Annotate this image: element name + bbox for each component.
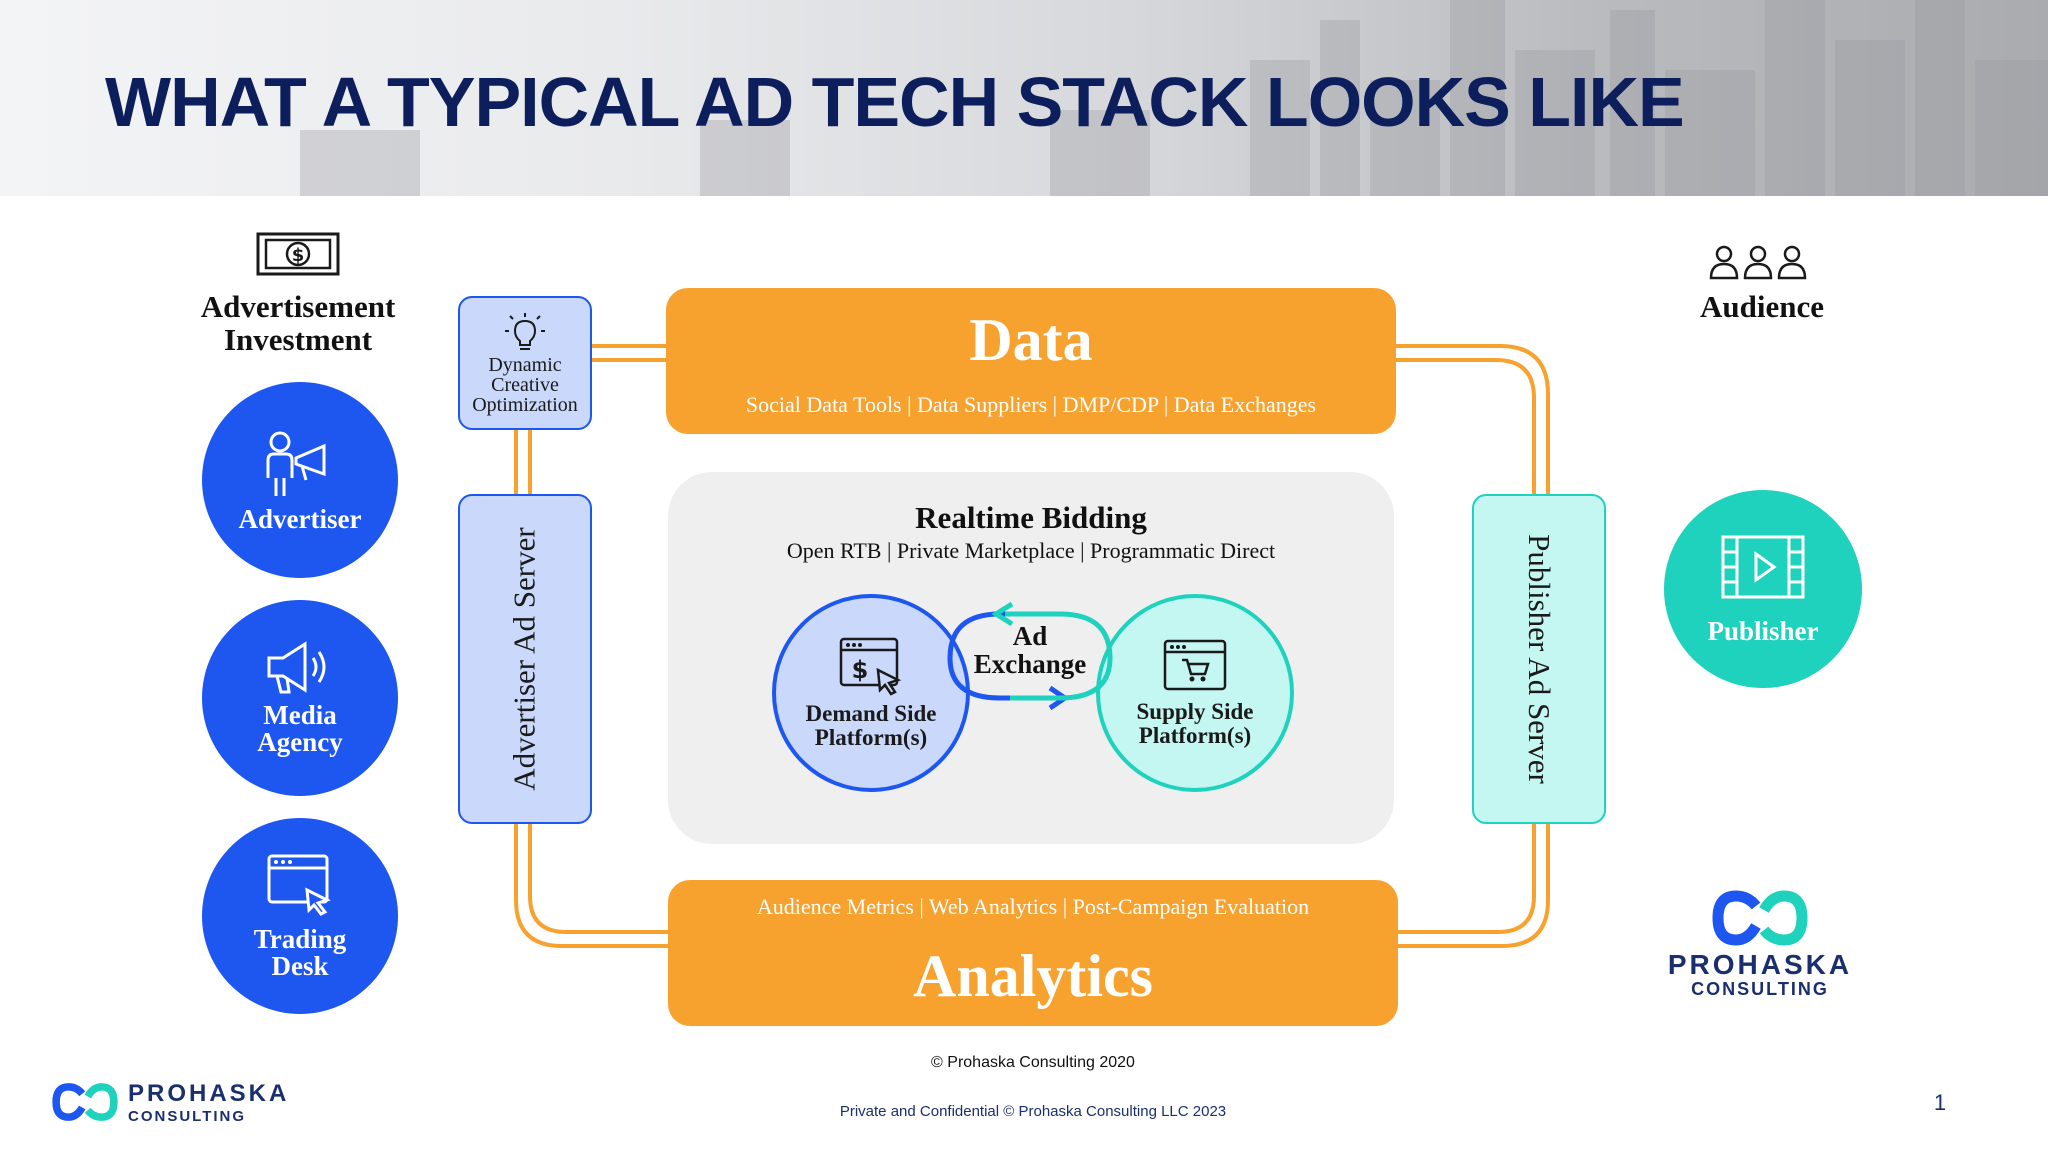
logo-name: PROHASKA bbox=[128, 1080, 290, 1107]
arrow-left-icon bbox=[991, 601, 1014, 627]
media-agency-circle: Media Agency bbox=[202, 600, 398, 796]
analytics-title: Analytics bbox=[913, 943, 1153, 1009]
publisher-ad-server-label: Publisher Ad Server bbox=[1522, 534, 1558, 784]
rtb-title: Realtime Bidding bbox=[915, 500, 1147, 535]
prohaska-logo-mark-icon bbox=[1712, 890, 1808, 946]
prohaska-logo-large: PROHASKA CONSULTING bbox=[1660, 890, 1860, 1000]
page-number: 1 bbox=[1933, 1090, 1947, 1115]
money-icon: $ bbox=[256, 232, 340, 276]
data-subtitle: Social Data Tools | Data Suppliers | DMP… bbox=[745, 392, 1317, 417]
logo-sub: CONSULTING bbox=[1691, 979, 1829, 999]
circle-label: Desk bbox=[271, 951, 329, 981]
ad-exchange-label-line: Exchange bbox=[973, 649, 1087, 679]
dsp-label: Platform(s) bbox=[814, 725, 928, 750]
data-bar: Data Social Data Tools | Data Suppliers … bbox=[666, 288, 1396, 434]
publisher-circle: Publisher bbox=[1664, 490, 1862, 688]
trading-desk-circle: Trading Desk bbox=[202, 818, 398, 1014]
dsp-label: Demand Side bbox=[805, 701, 937, 726]
browser-cursor-icon bbox=[267, 854, 331, 916]
advertiser-megaphone-person-icon bbox=[266, 431, 326, 496]
supply-side-platform-circle: Supply Side Platform(s) bbox=[1096, 594, 1294, 792]
heading-line: Investment bbox=[223, 322, 373, 357]
circle-label: Advertiser bbox=[238, 503, 362, 534]
prohaska-logo-mark-icon bbox=[52, 1083, 118, 1121]
publisher-label: Publisher bbox=[1707, 615, 1819, 646]
megaphone-icon bbox=[267, 641, 326, 694]
audience-heading: Audience bbox=[1700, 289, 1824, 324]
circle-label: Agency bbox=[257, 727, 343, 757]
analytics-subtitle: Audience Metrics | Web Analytics | Post-… bbox=[756, 894, 1310, 919]
ad-exchange-label: Ad Exchange bbox=[930, 622, 1130, 678]
dco-label-line: Dynamic bbox=[488, 354, 562, 376]
publisher-ad-server-box: Publisher Ad Server bbox=[1472, 494, 1606, 824]
advertisement-investment-heading: Advertisement Investment bbox=[170, 290, 426, 356]
video-film-icon bbox=[1721, 535, 1805, 598]
heading-line: Advertisement bbox=[200, 289, 396, 324]
data-title: Data bbox=[969, 307, 1093, 373]
dco-label: Dynamic Creative Optimization bbox=[472, 355, 578, 415]
confidential-notice: Private and Confidential © Prohaska Cons… bbox=[839, 1103, 1227, 1120]
cart-browser-icon bbox=[1163, 639, 1227, 691]
circle-label: Trading bbox=[253, 924, 347, 954]
city-skyline-graphic bbox=[300, 0, 2048, 196]
svg-text:$: $ bbox=[852, 656, 869, 684]
page-title: WHAT A TYPICAL AD TECH STACK LOOKS LIKE bbox=[105, 63, 1685, 141]
analytics-bar: Audience Metrics | Web Analytics | Post-… bbox=[668, 880, 1398, 1026]
header-banner bbox=[0, 0, 2048, 196]
circle-label: Media bbox=[263, 700, 337, 730]
logo-name: PROHASKA bbox=[1667, 949, 1853, 980]
advertiser-ad-server-box: Advertiser Ad Server bbox=[458, 494, 592, 824]
ssp-label: Platform(s) bbox=[1138, 723, 1252, 748]
ssp-label: Supply Side bbox=[1136, 699, 1254, 724]
ad-exchange-label-line: Ad bbox=[1012, 621, 1048, 651]
prohaska-logo-small: PROHASKA CONSULTING bbox=[52, 1080, 292, 1125]
advertiser-ad-server-label: Advertiser Ad Server bbox=[507, 527, 542, 791]
dco-label-line: Optimization bbox=[472, 394, 578, 416]
svg-text:$: $ bbox=[292, 245, 305, 266]
logo-sub: CONSULTING bbox=[128, 1108, 247, 1125]
dollar-browser-icon: $ bbox=[839, 637, 902, 696]
rtb-subtitle: Open RTB | Private Marketplace | Program… bbox=[786, 538, 1276, 563]
ad-exchange-loop bbox=[947, 601, 1113, 711]
diagram-copyright: © Prohaska Consulting 2020 bbox=[931, 1054, 1135, 1071]
dynamic-creative-optimization-box: Dynamic Creative Optimization bbox=[458, 296, 592, 430]
advertiser-circle: Advertiser bbox=[202, 382, 398, 578]
dco-label-line: Creative bbox=[491, 374, 559, 396]
lightbulb-icon bbox=[505, 313, 545, 350]
people-group-icon bbox=[1709, 245, 1807, 280]
